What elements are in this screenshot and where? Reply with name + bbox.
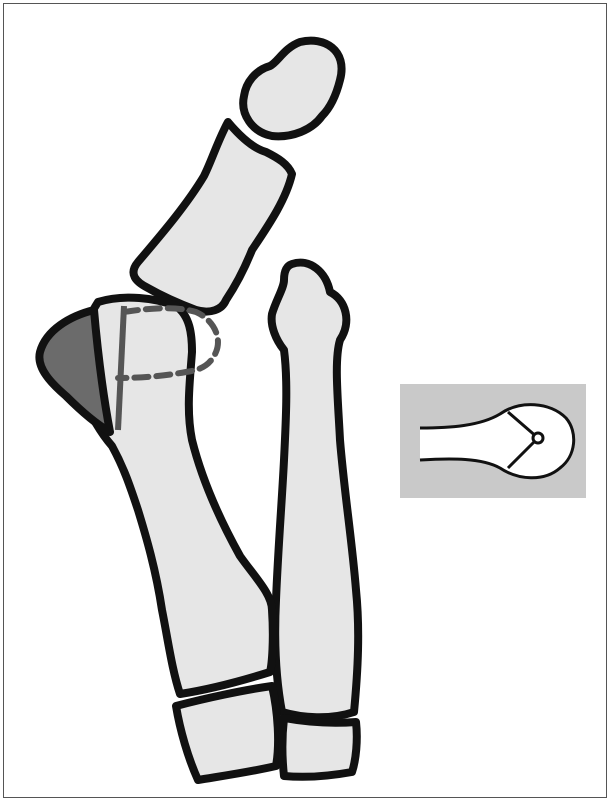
medial-cuneiform [176, 686, 278, 780]
distal-phalanx [243, 41, 341, 137]
metatarsal-head-inset [400, 384, 586, 498]
second-metatarsal [272, 263, 359, 718]
proximal-phalanx [133, 122, 292, 312]
inset-pivot-point [533, 433, 543, 443]
intermediate-cuneiform [283, 718, 357, 777]
resected-medial-eminence [39, 310, 110, 432]
first-metatarsal [78, 298, 273, 694]
